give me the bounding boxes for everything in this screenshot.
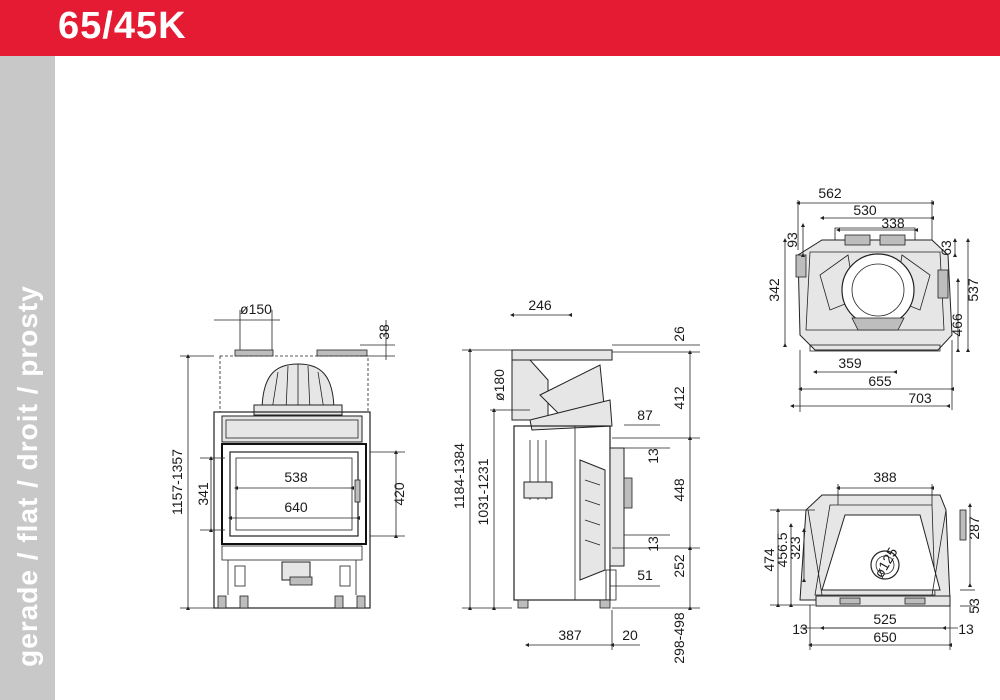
top-width-mid: 530 xyxy=(853,202,877,218)
bottom-left-margin: 13 xyxy=(792,621,808,637)
top-right-side: 537 xyxy=(965,278,981,302)
top-width-outer: 562 xyxy=(818,185,842,201)
bottom-top-width: 388 xyxy=(873,469,897,485)
bottom-height-b: 456.5 xyxy=(774,532,790,567)
front-glass-width: 538 xyxy=(284,469,308,485)
side-overall-height: 1184-1384 xyxy=(451,443,467,509)
bottom-right-height: 287 xyxy=(966,516,982,540)
front-top-offset: 38 xyxy=(376,324,392,340)
bottom-right-bottom: 53 xyxy=(966,598,982,614)
side-view: 246 ø180 1184-1384 1031-1231 26 412 87 1… xyxy=(451,297,700,664)
side-base-depth: 387 xyxy=(558,627,582,643)
top-left-side: 342 xyxy=(766,278,782,302)
top-right-depth: 63 xyxy=(938,240,954,256)
side-front-offset: 20 xyxy=(622,627,638,643)
bottom-view: 388 474 456.5 323 287 53 ø125 13 525 13 … xyxy=(761,469,982,650)
top-right-inner: 466 xyxy=(949,313,965,337)
front-flue-diameter: ø150 xyxy=(240,301,272,317)
bottom-inner-width: 525 xyxy=(873,611,897,627)
bottom-height-a: 323 xyxy=(787,536,803,560)
side-frame-top: 13 xyxy=(645,448,661,464)
front-glass-height: 341 xyxy=(195,482,211,506)
side-handle-depth: 87 xyxy=(637,407,653,423)
front-door-width: 640 xyxy=(284,499,308,515)
side-frame-bottom: 13 xyxy=(645,536,661,552)
side-upper-height: 412 xyxy=(671,386,687,410)
top-bottom-inner: 359 xyxy=(838,355,862,371)
front-view: ø150 38 1157-1357 341 420 538 640 xyxy=(169,301,407,610)
top-view: 562 530 338 93 63 342 537 466 359 655 70… xyxy=(766,185,981,412)
top-bottom-mid: 655 xyxy=(868,373,892,389)
top-flue-width: 338 xyxy=(881,215,905,231)
bottom-outer-width: 650 xyxy=(873,629,897,645)
bottom-height-c: 474 xyxy=(761,548,777,572)
top-left-depth: 93 xyxy=(784,232,800,248)
model-title: 65/45K xyxy=(58,5,187,47)
front-overall-height: 1157-1357 xyxy=(169,449,185,515)
side-top-gap: 26 xyxy=(671,326,687,342)
side-flue-height: 1031-1231 xyxy=(475,458,491,525)
side-door-height: 448 xyxy=(671,478,687,502)
header-bar: 65/45K xyxy=(0,0,1000,56)
side-leg-height: 298-498 xyxy=(671,612,687,664)
front-door-height: 420 xyxy=(391,482,407,506)
side-foot-depth: 51 xyxy=(637,567,653,583)
side-depth-top: 246 xyxy=(528,297,552,313)
top-bottom-outer: 703 xyxy=(908,390,932,406)
side-air-diameter: ø180 xyxy=(491,369,507,401)
side-lower-height: 252 xyxy=(671,554,687,578)
language-sidebar: gerade / flat / droit / prosty xyxy=(0,56,55,700)
bottom-right-margin: 13 xyxy=(958,621,974,637)
